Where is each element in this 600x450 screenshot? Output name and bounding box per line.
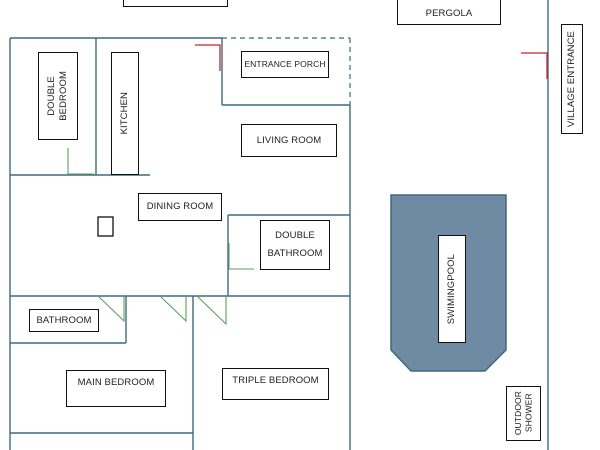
double-bathroom-line1: DOUBLE: [275, 230, 315, 242]
triple-bedroom-label: TRIPLE BEDROOM: [222, 368, 329, 400]
outdoor-shower-label: OUTDOOR SHOWER: [506, 386, 541, 441]
top-partial-label: [123, 0, 228, 7]
entrance-doors: [195, 44, 548, 79]
pergola-text: PERGOLA: [425, 7, 473, 19]
door-swings: [67, 148, 254, 326]
walls: [9, 0, 549, 450]
door-entrance: [195, 44, 221, 71]
double-bedroom-label: DOUBLE BEDROOM: [38, 52, 78, 140]
entrance-porch-label: ENTRANCE PORCH: [241, 51, 329, 78]
swimming-pool-label: SWIMINGPOOL: [438, 235, 466, 343]
main-bedroom-text: MAIN BEDROOM: [77, 377, 155, 389]
double-bathroom-label: DOUBLE BATHROOM: [260, 220, 330, 270]
entrance-porch-text: ENTRANCE PORCH: [244, 59, 326, 70]
village-entrance-text: VILLAGE ENTRANCE: [566, 30, 578, 128]
outdoor-shower-line1: OUTDOOR: [512, 391, 523, 436]
living-room-text: LIVING ROOM: [256, 134, 322, 146]
main-bedroom-label: MAIN BEDROOM: [66, 370, 166, 407]
outdoor-shower-text-group: OUTDOOR SHOWER: [513, 391, 534, 435]
door-double-bedroom: [67, 148, 94, 175]
door-bathroom: [97, 295, 125, 323]
double-bedroom-text-group: DOUBLE BEDROOM: [46, 71, 70, 121]
door-village-entrance: [521, 52, 548, 79]
porch-outline: [222, 37, 351, 105]
door-main-bedroom: [159, 295, 187, 323]
kitchen-label: KITCHEN: [111, 52, 139, 175]
pergola-label: PERGOLA: [397, 0, 501, 25]
kitchen-text: KITCHEN: [119, 92, 131, 135]
living-room-label: LIVING ROOM: [241, 124, 337, 157]
bathroom-text: BATHROOM: [36, 314, 92, 326]
outdoor-shower-line2: SHOWER: [523, 394, 534, 433]
dining-room-text: DINING ROOM: [146, 201, 214, 213]
dining-room-label: DINING ROOM: [138, 193, 222, 221]
bathroom-label: BATHROOM: [29, 309, 99, 332]
swimming-pool-text: SWIMINGPOOL: [446, 253, 458, 325]
triple-bedroom-text: TRIPLE BEDROOM: [232, 375, 319, 387]
village-entrance-label: VILLAGE ENTRANCE: [561, 24, 583, 134]
double-bathroom-line2: BATHROOM: [267, 248, 323, 259]
double-bathroom-text-group: DOUBLE BATHROOM: [268, 230, 323, 260]
door-double-bathroom: [228, 243, 254, 270]
double-bedroom-line1: DOUBLE: [46, 76, 58, 116]
dining-table-marker: [97, 216, 114, 237]
door-triple-bedroom: [196, 295, 227, 326]
double-bedroom-line2: BEDROOM: [58, 71, 69, 121]
